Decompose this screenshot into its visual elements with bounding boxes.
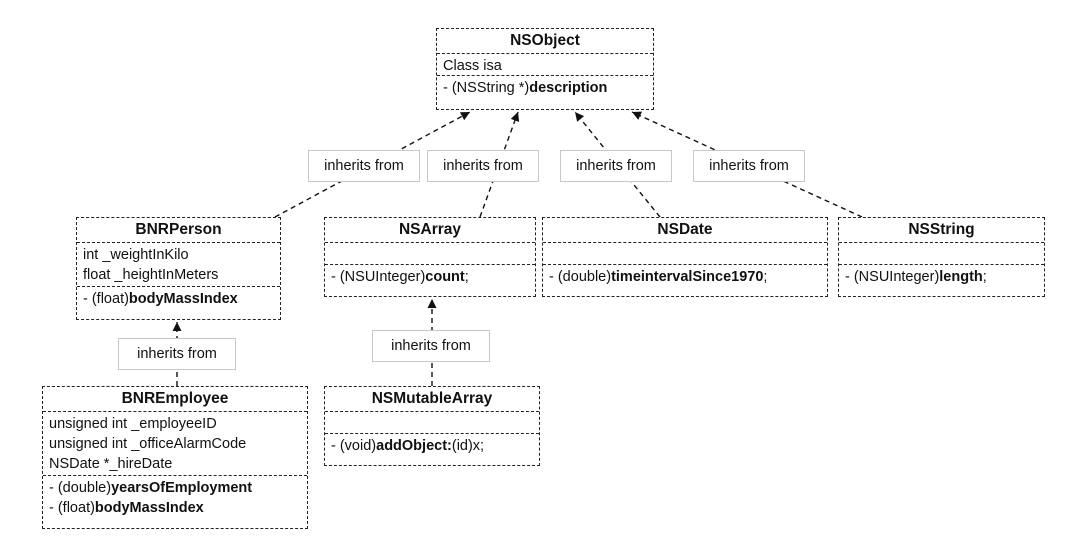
method-suffix: ;: [763, 269, 768, 285]
edge-label-bnremployee-to-bnrperson: inherits from: [118, 338, 236, 370]
class-name-bnrperson: BNRPerson: [77, 218, 280, 243]
method-nsobject-0: - (NSString *)description: [443, 78, 647, 98]
method-prefix: - (double): [49, 480, 112, 496]
attribute-bnremployee-1: unsigned int _officeAlarmCode: [49, 436, 247, 452]
method-name: yearsOfEmployment: [111, 480, 253, 496]
method-nsarray-0: - (NSUInteger)count;: [331, 267, 529, 287]
attributes-nsmutablearray: [325, 412, 539, 434]
class-name-nsdate: NSDate: [543, 218, 827, 243]
edge-label-nsmutablearray-to-nsarray: inherits from: [372, 330, 490, 362]
method-prefix: - (void): [331, 438, 377, 454]
method-bnremployee-1: - (float)bodyMassIndex: [49, 498, 301, 518]
methods-nsarray: - (NSUInteger)count;: [325, 265, 535, 289]
attributes-nsdate: [543, 243, 827, 265]
attributes-nsarray: [325, 243, 535, 265]
class-name-nsarray: NSArray: [325, 218, 535, 243]
methods-nsdate: - (double)timeintervalSince1970;: [543, 265, 827, 289]
methods-nsobject: - (NSString *)description: [437, 76, 653, 100]
class-name-bnremployee: BNREmployee: [43, 387, 307, 412]
edge-label-bnrperson-to-nsobject: inherits from: [308, 150, 420, 182]
method-prefix: - (float): [49, 500, 95, 516]
class-box-nsstring: NSString - (NSUInteger)length;: [838, 217, 1045, 297]
attributes-bnremployee: unsigned int _employeeID unsigned int _of…: [43, 412, 307, 476]
method-prefix: - (NSUInteger): [845, 269, 940, 285]
attribute-bnrperson-1: float _heightInMeters: [83, 267, 219, 283]
method-suffix: ;: [982, 269, 987, 285]
method-prefix: - (float): [83, 291, 129, 307]
method-prefix: - (NSUInteger): [331, 269, 426, 285]
attributes-nsstring: [839, 243, 1044, 265]
method-nsmutablearray-0: - (void)addObject:(id)x;: [331, 436, 533, 456]
method-name: length: [939, 269, 983, 285]
method-prefix: - (double): [549, 269, 612, 285]
method-name: description: [529, 80, 608, 96]
methods-bnrperson: - (float)bodyMassIndex: [77, 287, 280, 311]
methods-nsmutablearray: - (void)addObject:(id)x;: [325, 434, 539, 458]
method-name: bodyMassIndex: [128, 291, 238, 307]
edge-label-nsdate-to-nsobject: inherits from: [560, 150, 672, 182]
edge-label-nsarray-to-nsobject: inherits from: [427, 150, 539, 182]
method-suffix: (id)x;: [451, 438, 485, 454]
attributes-nsobject: Class isa: [437, 54, 653, 76]
method-name: addObject:: [376, 438, 452, 454]
method-name: timeintervalSince1970: [611, 269, 764, 285]
attribute-bnremployee-2: NSDate *_hireDate: [49, 456, 173, 472]
attribute-nsobject-0: Class isa: [443, 58, 502, 74]
class-box-nsarray: NSArray - (NSUInteger)count;: [324, 217, 536, 297]
method-suffix: ;: [464, 269, 469, 285]
method-prefix: - (NSString *): [443, 80, 530, 96]
attribute-bnrperson-0: int _weightInKilo: [83, 247, 189, 263]
method-bnrperson-0: - (float)bodyMassIndex: [83, 289, 274, 309]
class-box-nsdate: NSDate - (double)timeintervalSince1970;: [542, 217, 828, 297]
method-nsdate-0: - (double)timeintervalSince1970;: [549, 267, 821, 287]
methods-nsstring: - (NSUInteger)length;: [839, 265, 1044, 289]
method-name: count: [425, 269, 465, 285]
class-name-nsobject: NSObject: [437, 29, 653, 54]
edge-label-nsstring-to-nsobject: inherits from: [693, 150, 805, 182]
method-nsstring-0: - (NSUInteger)length;: [845, 267, 1038, 287]
methods-bnremployee: - (double)yearsOfEmployment- (float)body…: [43, 476, 307, 520]
class-name-nsstring: NSString: [839, 218, 1044, 243]
method-name: bodyMassIndex: [94, 500, 204, 516]
method-bnremployee-0: - (double)yearsOfEmployment: [49, 478, 301, 498]
class-name-nsmutablearray: NSMutableArray: [325, 387, 539, 412]
attribute-bnremployee-0: unsigned int _employeeID: [49, 416, 217, 432]
class-box-nsmutablearray: NSMutableArray - (void)addObject:(id)x;: [324, 386, 540, 466]
